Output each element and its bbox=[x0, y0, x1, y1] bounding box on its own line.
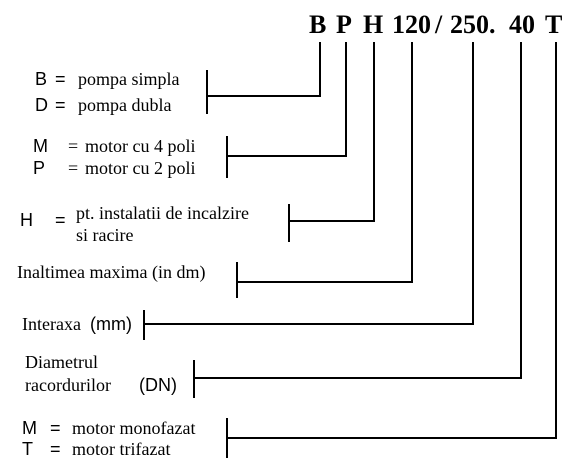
code-height-value: 120 bbox=[392, 10, 431, 39]
pump-b-equals: = bbox=[55, 69, 66, 89]
h-key: H bbox=[20, 210, 33, 230]
connector-b bbox=[207, 42, 321, 97]
code-letter-t: T bbox=[545, 10, 563, 39]
motor-p-equals: = bbox=[68, 158, 79, 178]
diameter-unit: (DN) bbox=[139, 375, 177, 395]
motor-p-text: motor cu 2 poli bbox=[85, 158, 196, 178]
h-text-line2: si racire bbox=[76, 225, 134, 245]
connector-height bbox=[237, 42, 413, 283]
phase-t-key: T bbox=[22, 439, 33, 459]
pump-b-key: B bbox=[35, 69, 48, 89]
pump-d-key: D bbox=[35, 95, 48, 115]
diameter-text-line2: racordurilor bbox=[25, 375, 111, 395]
connector-interaxa bbox=[144, 42, 474, 325]
diameter-text-line1: Diametrul bbox=[25, 352, 98, 372]
pump-d-text: pompa dubla bbox=[78, 95, 172, 115]
connector-p bbox=[227, 42, 347, 157]
connector-t bbox=[227, 42, 557, 439]
pump-b-text: pompa simpla bbox=[78, 69, 180, 89]
phase-t-text: motor trifazat bbox=[72, 439, 171, 459]
code-interaxa-value: 250. bbox=[450, 10, 496, 39]
connector-dn bbox=[194, 42, 522, 379]
code-letter-b: B bbox=[309, 10, 327, 39]
motor-m-equals: = bbox=[68, 136, 79, 156]
code-dn-value: 40 bbox=[509, 10, 535, 39]
motor-m-key: M bbox=[33, 136, 48, 156]
motor-p-key: P bbox=[33, 158, 46, 178]
pump-d-equals: = bbox=[55, 95, 66, 115]
code-letter-p: P bbox=[336, 10, 352, 39]
interaxa-text: Interaxa bbox=[22, 314, 81, 334]
code-slash: / bbox=[435, 10, 443, 39]
phase-t-equals: = bbox=[50, 439, 61, 459]
height-text: Inaltimea maxima (in dm) bbox=[17, 262, 206, 282]
connector-h bbox=[289, 42, 375, 222]
interaxa-unit: (mm) bbox=[90, 314, 132, 334]
h-text-line1: pt. instalatii de incalzire bbox=[76, 203, 249, 223]
h-equals: = bbox=[55, 210, 66, 230]
code-letter-h: H bbox=[363, 10, 384, 39]
phase-m-equals: = bbox=[50, 418, 61, 438]
motor-m-text: motor cu 4 poli bbox=[85, 136, 196, 156]
phase-m-key: M bbox=[22, 418, 37, 438]
phase-m-text: motor monofazat bbox=[72, 418, 196, 438]
